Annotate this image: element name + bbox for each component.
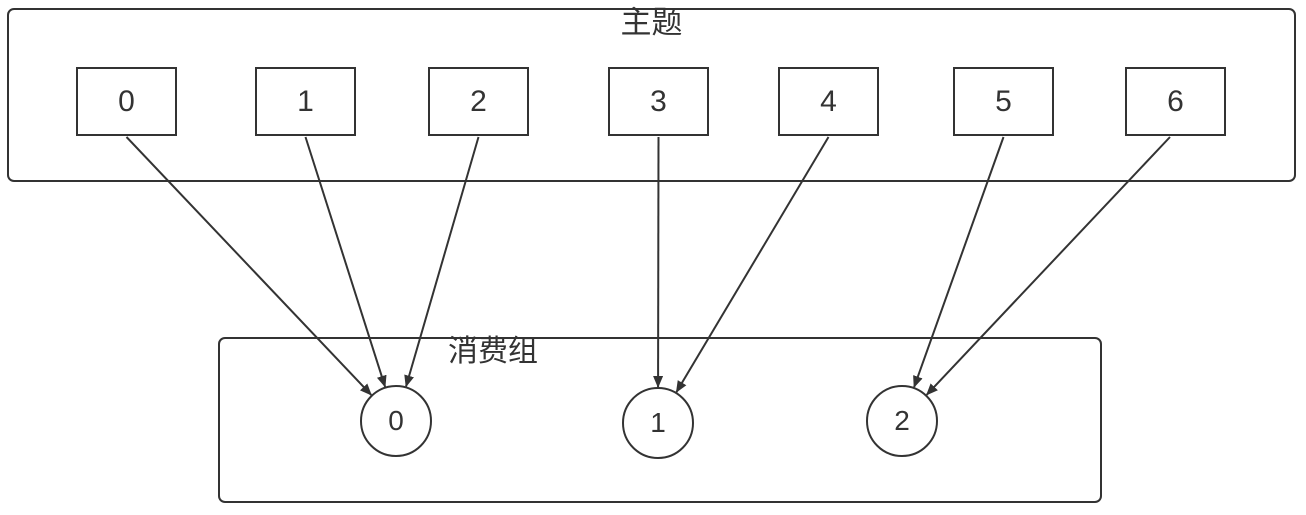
consumer-node-1: 1 bbox=[622, 387, 694, 459]
topic-container: 主题 bbox=[7, 5, 1296, 182]
consumer-label: 1 bbox=[650, 407, 666, 438]
partition-label: 2 bbox=[470, 84, 487, 118]
consumer-label: 0 bbox=[388, 405, 404, 436]
partition-node-6: 6 bbox=[1125, 67, 1226, 136]
partition-node-2: 2 bbox=[428, 67, 529, 136]
consumer-node-2: 2 bbox=[866, 385, 938, 457]
partition-node-0: 0 bbox=[76, 67, 177, 136]
partition-node-1: 1 bbox=[255, 67, 356, 136]
partition-label: 4 bbox=[820, 84, 837, 118]
partition-label: 0 bbox=[118, 84, 135, 118]
topic-title: 主题 bbox=[620, 5, 683, 40]
partition-label: 1 bbox=[297, 84, 314, 118]
partition-node-4: 4 bbox=[778, 67, 879, 136]
partition-node-5: 5 bbox=[953, 67, 1054, 136]
consumer-node-0: 0 bbox=[360, 385, 432, 457]
partition-label: 6 bbox=[1167, 84, 1184, 118]
partition-node-3: 3 bbox=[608, 67, 709, 136]
partition-label: 3 bbox=[650, 84, 667, 118]
consumer-group-title: 消费组 bbox=[448, 335, 538, 368]
partition-label: 5 bbox=[995, 84, 1012, 118]
consumer-label: 2 bbox=[894, 405, 910, 436]
